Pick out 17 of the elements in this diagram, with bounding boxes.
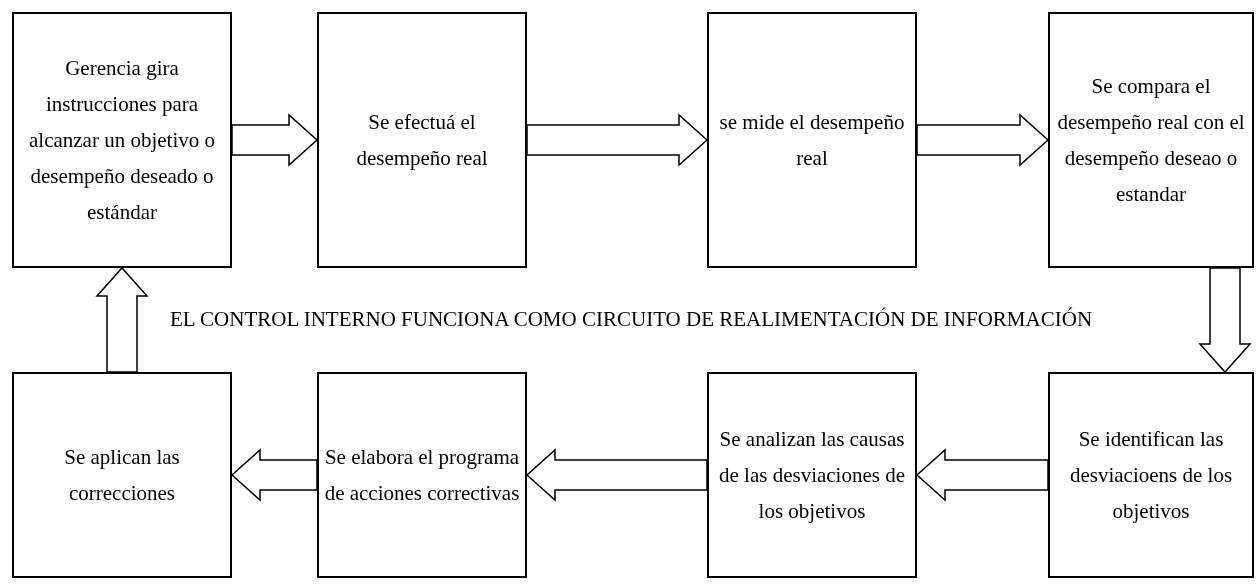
- block-arrow: [525, 448, 708, 502]
- block-arrow: [231, 113, 319, 167]
- process-box: Se identifican las desviacioens de los objetivos: [1048, 372, 1254, 578]
- process-box: Se analizan las causas de las desviaciones de los objetivos: [707, 372, 917, 578]
- caption-text: EL CONTROL INTERNO FUNCIONA COMO CIRCUITO DE REALIMENTACIÓN DE INFORMACIÓN: [169, 306, 1093, 333]
- process-box: se mide el desempeño real: [707, 12, 917, 268]
- process-box: Se aplican las correcciones: [12, 372, 232, 578]
- block-arrow: [915, 448, 1049, 502]
- block-arrow: [95, 266, 149, 373]
- process-box: Se elabora el programa de acciones correctivas: [317, 372, 527, 578]
- block-arrow: [230, 448, 318, 502]
- block-arrow: [526, 113, 709, 167]
- process-box: Gerencia gira instrucciones para alcanzar un objetivo o desempeño deseado o estándar: [12, 12, 232, 268]
- process-box: Se compara el desempeño real con el desempeño deseao o estandar: [1048, 12, 1254, 268]
- block-arrow: [1198, 267, 1252, 374]
- process-box: Se efectuá el desempeño real: [317, 12, 527, 268]
- block-arrow: [916, 113, 1050, 167]
